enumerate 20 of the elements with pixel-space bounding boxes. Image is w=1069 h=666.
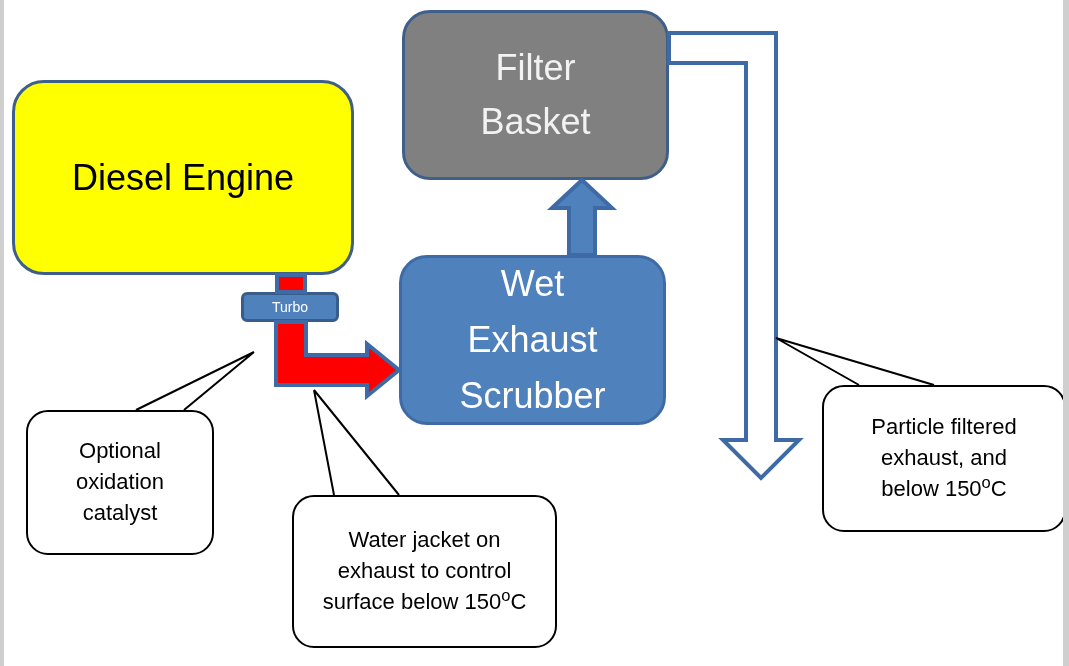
callout-bubble [292, 495, 557, 648]
callout-bubble [822, 385, 1063, 532]
box-label: Wet Exhaust Scrubber [458, 262, 607, 418]
engine-box [12, 80, 354, 275]
callout-pointer [775, 337, 935, 386]
block-arrow [667, 31, 804, 481]
box-label: Diesel Engine [71, 155, 295, 200]
callout-pointer [135, 351, 255, 411]
callout-text: Optional oxidation catalyst [74, 437, 166, 527]
turbo-box [241, 292, 339, 322]
filter-box [402, 10, 669, 180]
callout-pointer [313, 389, 400, 496]
block-arrow [546, 177, 618, 257]
box-label: Turbo [271, 297, 309, 317]
callout-text: Particle filtered exhaust, and below 150$^{o}$C [870, 413, 1018, 503]
block-arrow [275, 273, 307, 294]
box-label: Filter Basket [479, 46, 592, 144]
callout-bubble [26, 410, 214, 555]
scrubber-box [399, 255, 666, 425]
callout-text: Water jacket on exhaust to control surface below 150$^{o}$C [322, 526, 527, 616]
